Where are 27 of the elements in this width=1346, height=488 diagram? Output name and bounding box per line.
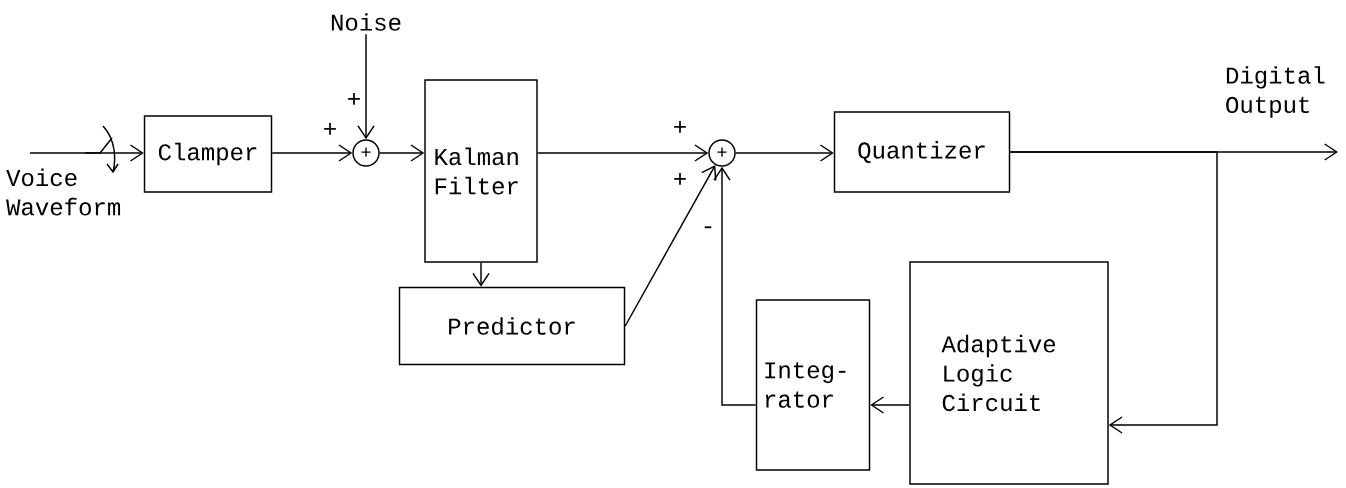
block-box: Integ- rator	[755, 299, 871, 471]
input-label: Noise	[331, 13, 401, 31]
sign-label: +	[674, 121, 686, 133]
sign-label: Voice Waveform	[6, 168, 121, 216]
arrow	[271, 144, 353, 162]
sign-label: -	[704, 226, 712, 229]
block-box: Quantizer	[833, 111, 1011, 193]
block-box: Kalman Filter	[424, 79, 538, 263]
arrow	[624, 164, 717, 327]
arrow	[472, 262, 490, 287]
sign-label: +	[324, 123, 336, 135]
arrow	[537, 144, 709, 162]
arrow	[735, 144, 834, 162]
arrow	[379, 144, 425, 162]
arrow	[357, 33, 375, 140]
summing-junction: +	[352, 139, 380, 167]
sign-label: +	[674, 173, 686, 185]
sign-label: Digital Output	[1226, 66, 1325, 118]
arrow	[29, 144, 144, 162]
block-box: Predictor	[398, 286, 626, 366]
arrow	[713, 166, 757, 406]
arrow	[870, 396, 910, 414]
block-box: Adaptive Logic Circuit	[909, 261, 1109, 485]
summing-junction: +	[708, 139, 736, 167]
sign-label: +	[348, 93, 360, 105]
block-box: Clamper	[143, 115, 273, 193]
arrow	[1009, 151, 1218, 434]
